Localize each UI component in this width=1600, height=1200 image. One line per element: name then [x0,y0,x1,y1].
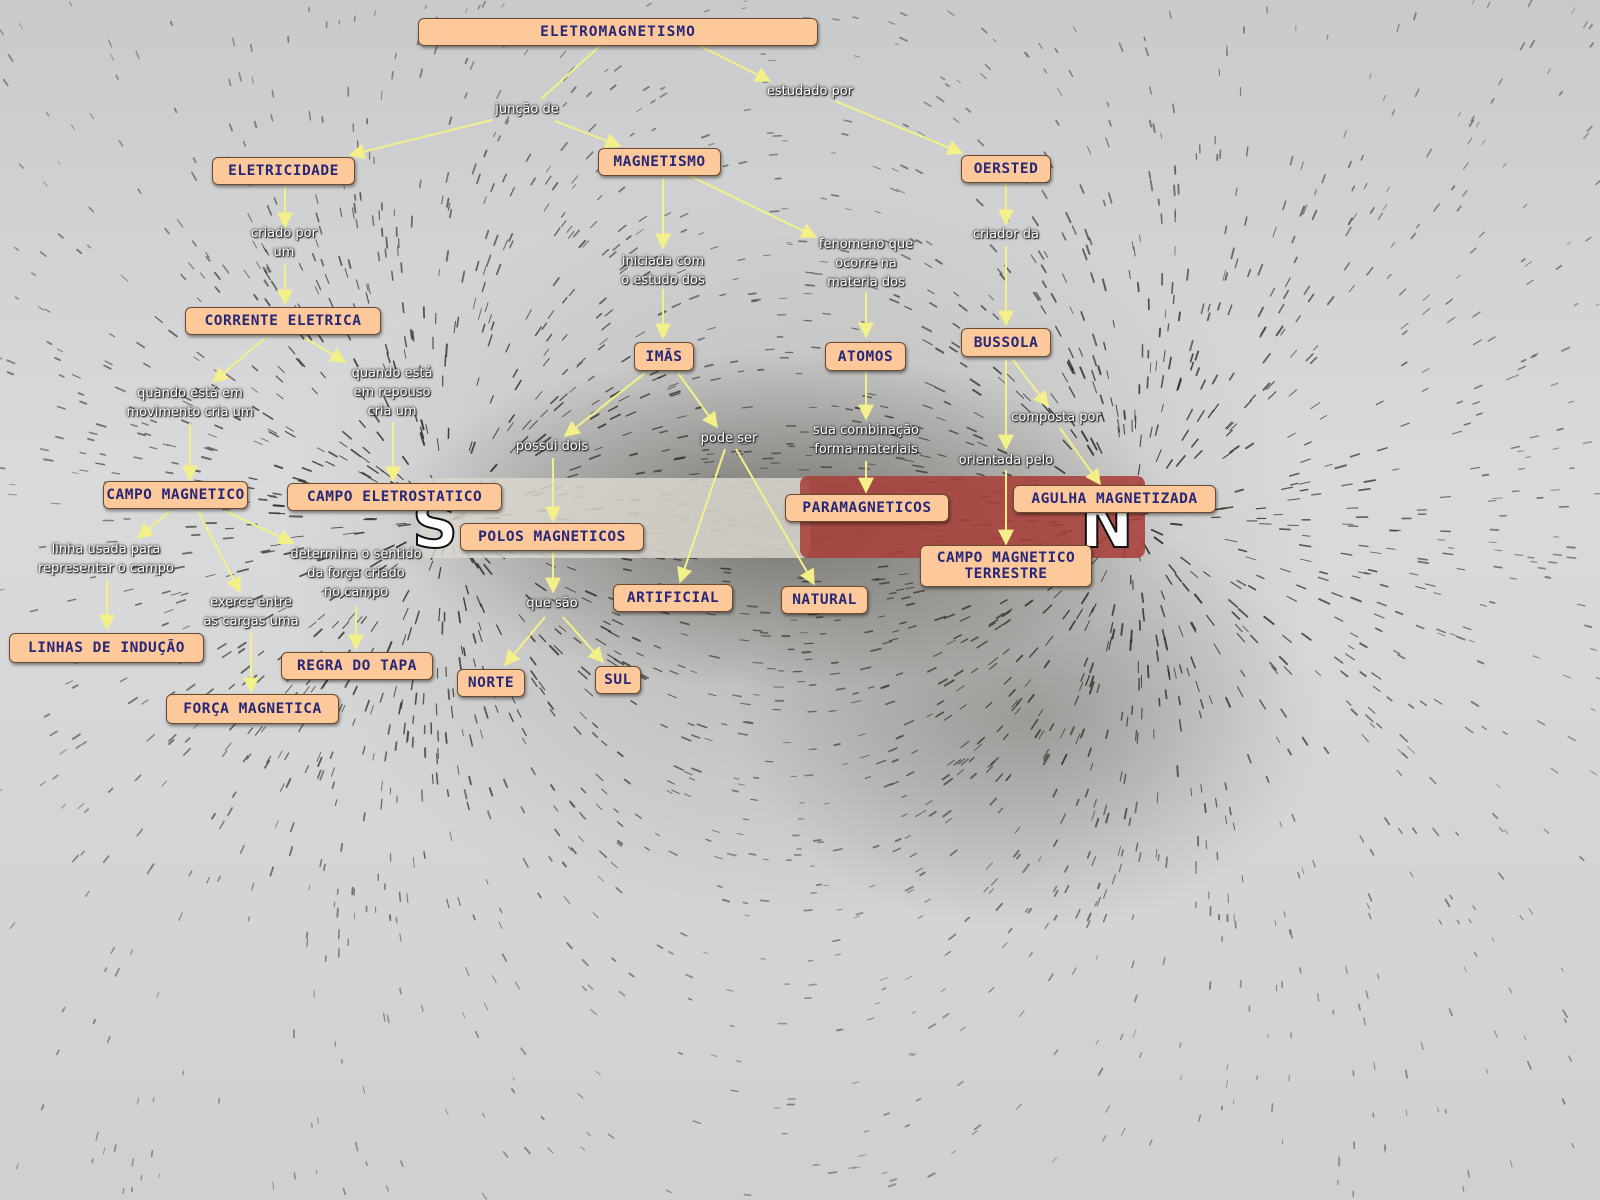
link-exerce-entre: exerce entre as cargas uma [203,595,299,629]
link-estudado-por: estudado por [766,84,854,99]
node-norte[interactable]: NORTE [457,669,525,697]
edge-eletromag-estudado [699,45,772,82]
node-campo-magnetico[interactable]: CAMPO MAGNETICO [103,481,248,509]
node-sul[interactable]: SUL [595,666,641,694]
node-polos-magneticos[interactable]: POLOS MAGNETICOS [460,523,644,551]
edge-imas-possui [563,372,646,437]
edge-quesao-norte [503,616,546,667]
link-determina: determina o sentido da força criado no c… [290,547,422,600]
node-artificial[interactable]: ARTIFICIAL [613,584,733,612]
edge-campomag-linha [136,510,171,540]
edge-imas-podeser [677,372,718,429]
node-linhas-de-inducao[interactable]: LINHAS DE INDUÇÃO [9,633,204,663]
node-corrente-eletrica[interactable]: CORRENTE ELETRICA [185,307,381,335]
edge-magnetismo-fenomeno [689,175,818,238]
link-possui-dois: possui dois [515,439,589,454]
edge-podeser-natural [735,448,815,586]
edge-podeser-artificial [677,448,726,584]
link-que-sao: que são [526,596,578,611]
node-natural[interactable]: NATURAL [781,586,868,614]
edge-composta-agulha [1059,427,1101,486]
edge-juncao-magnetismo [554,120,622,149]
link-composta-por: composta por [1011,410,1101,425]
edge-quesao-sul [562,616,605,664]
link-criador-da: criador da [973,227,1039,242]
link-juncao-de: junção de [495,102,559,117]
node-campo-eletrostatico[interactable]: CAMPO ELETROSTATICO [287,483,502,511]
edge-bussola-composta [1012,359,1049,408]
node-eletricidade[interactable]: ELETRICIDADE [212,157,355,185]
node-campo-magnetico-terrestre[interactable]: CAMPO MAGNETICO TERRESTRE [920,545,1092,587]
link-quando-repouso: quando está em repouso cria um [351,366,433,419]
link-linha-usada: linha usada para representar o campo [38,542,174,576]
edge-corrente-repouso [304,337,347,363]
node-agulha-magnetizada[interactable]: AGULHA MAGNETIZADA [1013,485,1216,513]
node-imas[interactable]: IMÃS [634,342,694,371]
node-atomos[interactable]: ATOMOS [825,342,906,371]
node-paramagneticos[interactable]: PARAMAGNETICOS [785,494,949,522]
node-regra-do-tapa[interactable]: REGRA DO TAPA [281,652,433,680]
link-pode-ser: pode ser [700,431,758,446]
edge-campomag-determina [224,510,295,545]
edge-eletromag-juncao [540,45,601,100]
link-fenomeno: fenomeno que ocorre na materia dos [818,237,914,290]
node-oersted[interactable]: OERSTED [961,155,1051,183]
edge-campomag-exerce [197,510,241,594]
link-quando-movimento: quando está em movimento cria um [126,386,254,420]
node-bussola[interactable]: BUSSOLA [961,328,1051,357]
link-orientada-pelo: orientada pelo [958,453,1054,468]
link-criado-por-um: criado por um [251,226,317,260]
node-eletromagnetismo[interactable]: ELETROMAGNETISMO [418,18,818,46]
edge-corrente-movimento [211,337,266,384]
link-iniciada-com: iniciada com o estudo dos [621,254,705,288]
edge-estudado-oersted [834,100,964,155]
link-sua-combinacao: sua combinação forma materiais [812,423,920,457]
node-magnetismo[interactable]: MAGNETISMO [598,148,721,176]
node-forca-magnetica[interactable]: FORÇA MAGNETICA [166,694,339,724]
edge-juncao-eletricidade [348,119,493,160]
